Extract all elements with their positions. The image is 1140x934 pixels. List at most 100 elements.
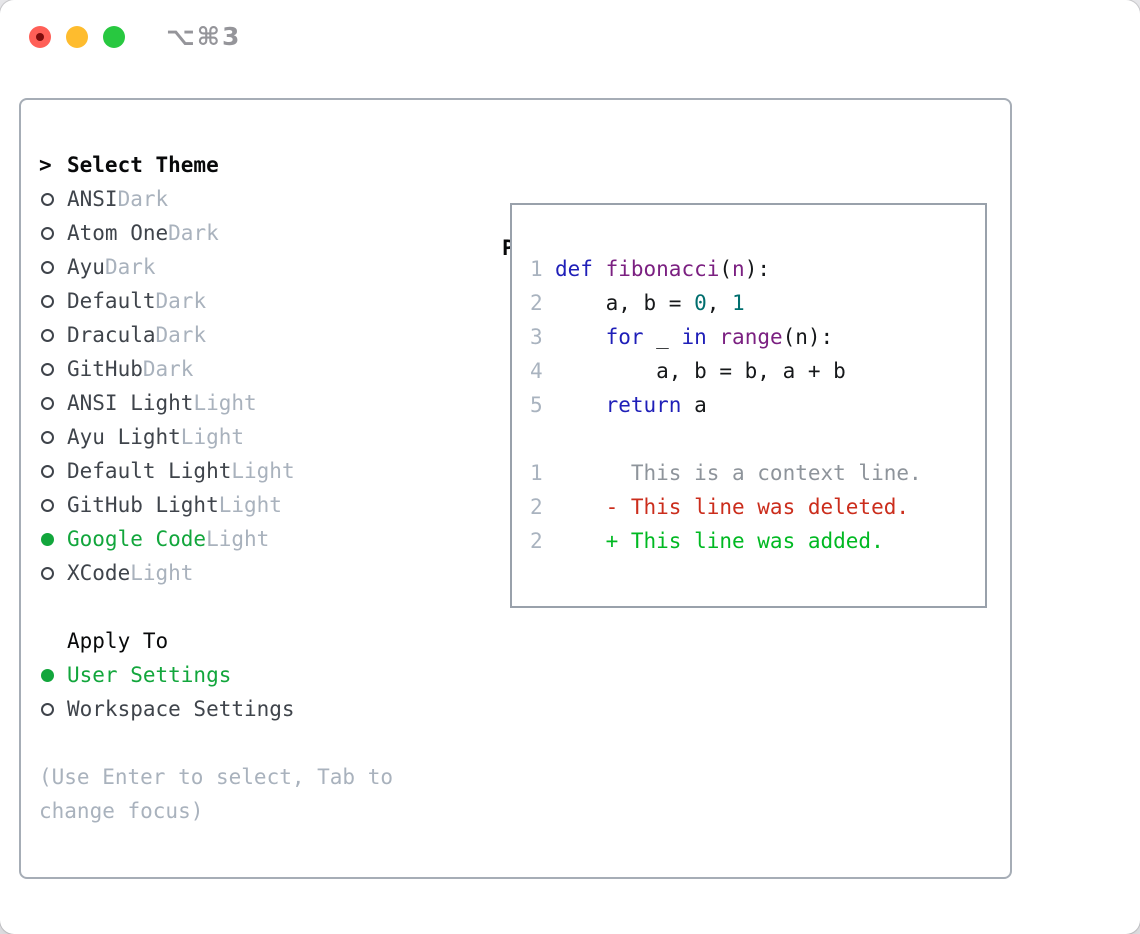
select-theme-label: Select Theme [67,153,219,177]
radio-cell [39,532,67,546]
diff-text: - This line was deleted. [555,495,910,519]
apply-to-option[interactable]: Workspace Settings [39,692,489,726]
radio-cell [39,668,67,682]
diff-line-added: 2 + This line was added. [530,524,985,558]
theme-option[interactable]: Atom One Dark [39,216,489,250]
radio-icon [41,498,54,512]
line-number: 4 [530,359,543,383]
code-token: for [605,325,644,349]
theme-name: Ayu [67,255,105,279]
theme-variant: Light [218,493,282,517]
radio-cell [39,396,67,410]
theme-name: Default Light [67,459,232,483]
theme-variant: Dark [142,357,194,381]
theme-variant: Light [193,391,257,415]
code-token [707,325,720,349]
code-token: , [706,291,733,315]
theme-name: Default [67,289,156,313]
radio-icon [41,226,54,240]
code-line: 2 a, b = 0, 1 [530,286,985,320]
theme-variant: Dark [155,289,207,313]
theme-option[interactable]: GitHub Light Light [39,488,489,522]
code-token: (n): [782,325,834,349]
diff-text: This is a context line. [555,461,922,485]
blank-line [530,422,985,456]
radio-icon [41,260,54,274]
code-token: a, b = b, a + b [555,359,846,383]
code-token [555,393,606,417]
radio-cell [39,566,67,580]
theme-variant: Dark [168,221,219,245]
theme-option[interactable]: Default Dark [39,284,489,318]
apply-to-option[interactable]: User Settings [39,658,489,692]
radio-icon [41,566,54,580]
theme-name: Google Code [67,527,207,551]
line-number: 1 [530,257,543,281]
code-token: a, b = [555,291,695,315]
line-number: 5 [530,393,543,417]
code-token [555,325,606,349]
help-text: (Use Enter to select, Tab to change focu… [39,765,394,823]
diff-line-deleted: 2 - This line was deleted. [530,490,985,524]
radio-cell [39,192,67,206]
theme-option[interactable]: Dracula Dark [39,318,489,352]
theme-variant: Light [231,459,295,483]
theme-option[interactable]: Default Light Light [39,454,489,488]
code-token: return [605,393,682,417]
theme-name: ANSI Light [67,391,194,415]
code-line: 5 return a [530,388,985,422]
code-token [593,257,606,281]
radio-cell [39,328,67,342]
code-token: ( [719,257,733,281]
line-number: 2 [530,495,543,519]
theme-option[interactable]: XCode Light [39,556,489,590]
theme-variant: Dark [104,255,156,279]
radio-icon [41,192,54,206]
close-button[interactable] [29,26,51,48]
spacer [39,590,489,624]
theme-option[interactable]: Ayu Light Light [39,420,489,454]
code-token: a [681,393,707,417]
theme-option[interactable]: ANSI Dark [39,182,489,216]
theme-variant: Light [206,527,270,551]
theme-option[interactable]: Ayu Dark [39,250,489,284]
theme-option[interactable]: Google Code Light [39,522,489,556]
radio-selected-icon [41,532,54,546]
radio-selected-icon [41,668,54,682]
title-bar: ⌥⌘3 [0,0,1140,74]
radio-cell [39,362,67,376]
code-token: n [732,257,745,281]
code-token: ): [744,257,770,281]
radio-cell [39,294,67,308]
diff-text: + This line was added. [555,529,884,553]
cursor-marker: > [39,153,67,177]
theme-name: GitHub [67,357,143,381]
zoom-button[interactable] [103,26,125,48]
code-token: 0 [694,291,707,315]
theme-option[interactable]: GitHub Dark [39,352,489,386]
window-title: ⌥⌘3 [166,22,242,51]
line-number: 2 [530,291,543,315]
code-token: 1 [732,291,745,315]
code-line: 4 a, b = b, a + b [530,354,985,388]
radio-icon [41,294,54,308]
radio-icon [41,430,54,444]
theme-option[interactable]: ANSI Light Light [39,386,489,420]
theme-name: Atom One [67,221,169,245]
theme-variant: Light [130,561,194,585]
radio-icon [41,362,54,376]
spacer [39,726,489,760]
radio-icon [41,464,54,478]
theme-variant: Dark [117,187,169,211]
minimize-button[interactable] [66,26,88,48]
radio-cell [39,498,67,512]
code-token: range [719,325,783,349]
radio-icon [41,396,54,410]
apply-option-name: Workspace Settings [67,697,295,721]
code-token: in [681,325,707,349]
radio-cell [39,226,67,240]
